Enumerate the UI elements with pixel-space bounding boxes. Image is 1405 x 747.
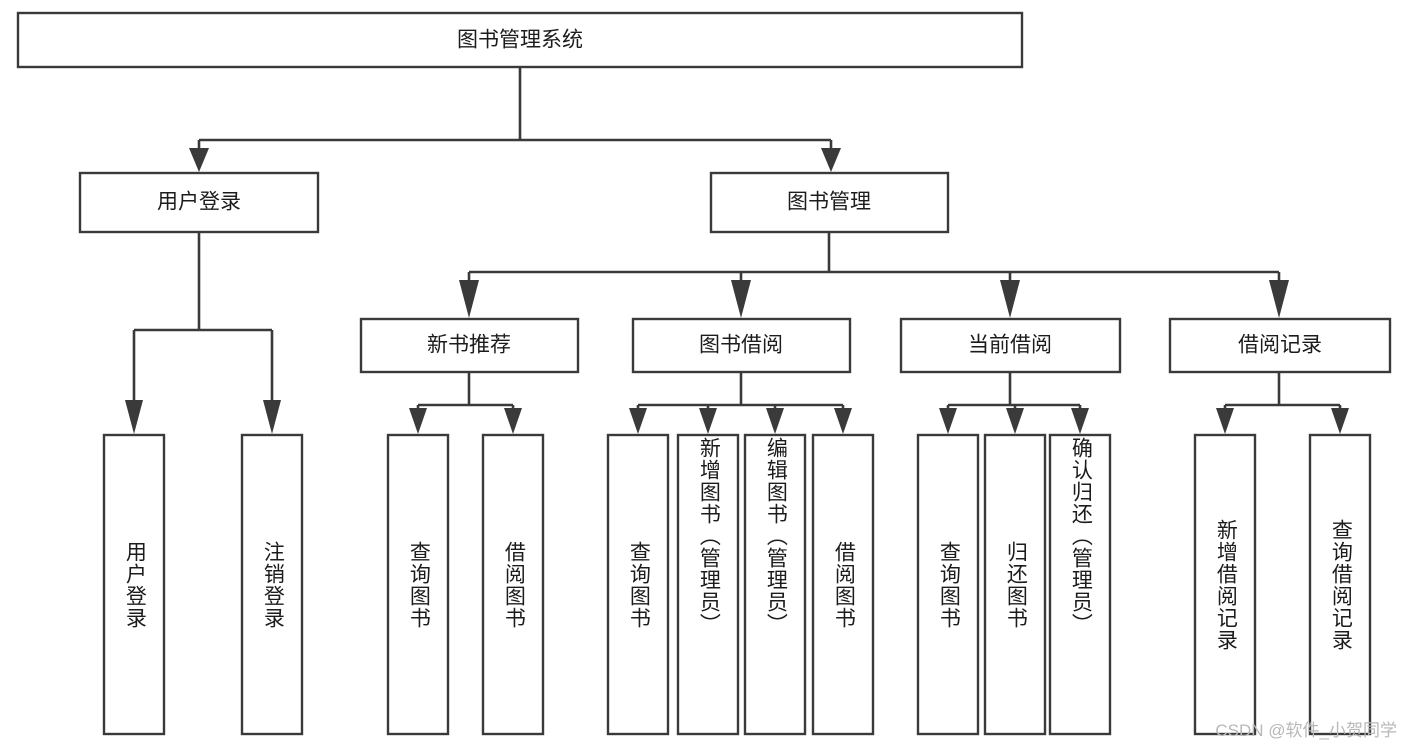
connectors-current-borrow-to-leaves [939,372,1089,434]
node-book-borrow-label: 图书借阅 [699,334,783,357]
arrow-head-book-borrow [731,280,751,318]
arrow-head-leaf-borrow-book-rec [504,408,522,434]
leaf-box-return-book[interactable] [983,433,1047,736]
node-user-login[interactable]: 用户登录 [78,171,320,234]
leaf-box-add-book-admin[interactable] [676,433,740,736]
node-book-management-label: 图书管理 [787,191,871,214]
arrow-head-leaf-user-login [125,400,143,434]
node-user-login-label: 用户登录 [157,191,241,214]
arrow-head-leaf-query-book-borrow [629,408,647,434]
arrow-head-leaf-logout-login [263,400,281,434]
arrow-head-leaf-add-book-admin [699,408,717,434]
connectors-borrow-record-to-leaves [1216,372,1349,434]
node-borrow-record-label: 借阅记录 [1238,334,1322,357]
node-user-login-box[interactable] [78,171,320,234]
connectors-user-login-to-leaves [125,232,281,434]
arrow-head-current-borrow [1000,280,1020,318]
arrow-head-user-login [189,148,209,172]
node-current-borrow-label: 当前借阅 [968,334,1052,357]
leaf-box-borrow-book-rec[interactable] [481,433,545,736]
node-book-borrow-box[interactable] [631,317,852,374]
arrow-head-leaf-add-borrow-record [1216,408,1234,434]
arrow-head-leaf-borrow-book [834,408,852,434]
node-root[interactable]: 图书管理系统 [16,11,1024,69]
arrow-head-leaf-confirm-return-admin [1071,408,1089,434]
node-root-box[interactable] [16,11,1024,69]
leaf-box-borrow-book[interactable] [811,433,875,736]
leaf-boxes [102,433,1372,736]
node-root-label: 图书管理系统 [457,29,583,52]
leaf-box-query-borrow-record[interactable] [1308,433,1372,736]
arrow-head-leaf-query-borrow-record [1331,408,1349,434]
arrow-head-leaf-edit-book-admin [766,408,784,434]
arrow-head-leaf-query-book-current [939,408,957,434]
leaf-box-edit-book-admin[interactable] [743,433,807,736]
arrow-head-new-book-recommend [459,280,479,318]
arrow-head-leaf-return-book [1006,408,1024,434]
node-borrow-record[interactable]: 借阅记录 [1168,317,1392,374]
node-current-borrow[interactable]: 当前借阅 [899,317,1122,374]
leaf-box-confirm-return-admin[interactable] [1048,433,1112,736]
connectors-new-book-recommend-to-leaves [409,372,522,434]
leaf-box-query-book-rec[interactable] [386,433,450,736]
connectors-book-management-to-level3 [459,232,1289,318]
node-new-book-recommend[interactable]: 新书推荐 [359,317,580,374]
node-borrow-record-box[interactable] [1168,317,1392,374]
node-new-book-recommend-label: 新书推荐 [427,334,511,357]
leaf-box-query-book-borrow[interactable] [606,433,670,736]
arrow-head-borrow-record [1269,280,1289,318]
node-current-borrow-box[interactable] [899,317,1122,374]
arrow-head-book-management [821,148,841,172]
leaf-box-logout-login[interactable] [240,433,304,736]
connectors-book-borrow-to-leaves [629,372,852,434]
node-book-management[interactable]: 图书管理 [709,171,950,234]
connectors-root-to-level2 [189,67,841,172]
leaf-box-add-borrow-record[interactable] [1193,433,1257,736]
leaf-box-user-login[interactable] [102,433,166,736]
node-new-book-recommend-box[interactable] [359,317,580,374]
node-book-borrow[interactable]: 图书借阅 [631,317,852,374]
node-book-management-box[interactable] [709,171,950,234]
leaf-box-query-book-current[interactable] [916,433,980,736]
arrow-head-leaf-query-book-rec [409,408,427,434]
